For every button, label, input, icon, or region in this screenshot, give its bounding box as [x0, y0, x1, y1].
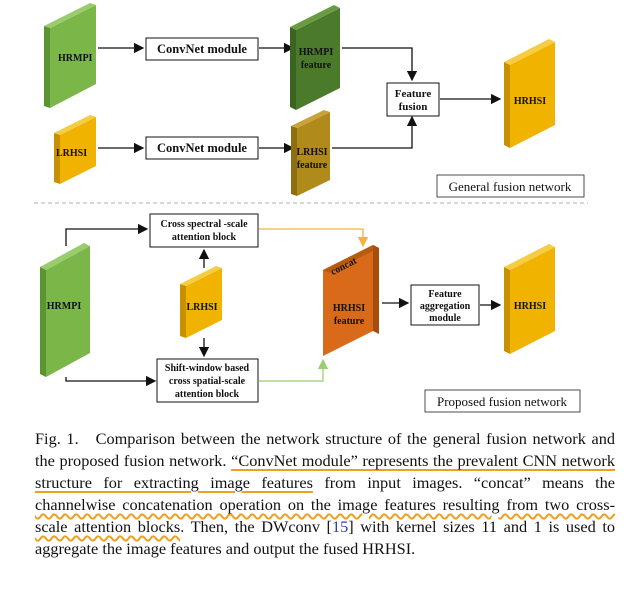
- hrmpi-cube: HRMPI: [44, 3, 96, 108]
- lrhsi-feature-label-2: feature: [297, 160, 328, 171]
- convnet-module-box-2: [145, 136, 259, 160]
- aggregation-label-3: module: [429, 313, 461, 324]
- shift-window-label-3: attention block: [175, 389, 240, 400]
- hrhsi-output-cube-2: HRHSI: [504, 244, 555, 354]
- caption-highlight-underline: “ConvNet module” represents the prevalen…: [35, 451, 615, 492]
- shift-window-label-1: Shift-window based: [165, 363, 250, 374]
- hrhsi-feature-label-2: feature: [334, 316, 365, 327]
- hrmpi-label-2: HRMPI: [47, 301, 82, 312]
- hrhsi-feature-cube: concat HRHSI feature: [323, 245, 379, 356]
- caption-highlight-wavy: channelwise concatenation operation on t…: [35, 495, 615, 536]
- hrmpi-cube-2: HRMPI: [40, 243, 90, 377]
- caption-prefix: Fig. 1.: [35, 429, 79, 448]
- hrmpi-label: HRMPI: [58, 53, 93, 64]
- feature-fusion-label-2: fusion: [399, 101, 428, 113]
- lrhsi-label-2: LRHSI: [186, 302, 217, 313]
- shift-window-box: [156, 358, 259, 403]
- lrhsi-cube: LRHSI: [54, 115, 96, 184]
- convnet-module-label-1: ConvNet module: [157, 42, 247, 56]
- general-fusion-network: HRMPI LRHSI ConvNet module ConvNet modul…: [44, 3, 585, 198]
- shift-window-label-2: cross spatial-scale: [169, 376, 246, 387]
- convnet-module-label-2: ConvNet module: [157, 141, 247, 155]
- fusion-network-diagram: HRMPI LRHSI ConvNet module ConvNet modul…: [34, 3, 588, 413]
- caption-part6: ] with kernel sizes 11 and 1 is used to …: [35, 517, 616, 558]
- hrmpi-feature-label-1: HRMPI: [299, 47, 334, 58]
- figure-caption: Fig. 1. Comparison between the network s…: [35, 428, 615, 560]
- aggregation-label-1: Feature: [428, 289, 462, 300]
- general-network-label-box: [436, 174, 585, 198]
- lrhsi-cube-2: LRHSI: [180, 266, 222, 338]
- proposed-fusion-network: HRMPI Cross spectral -scale attention bl…: [40, 213, 581, 413]
- hrhsi-output-cube: HRHSI: [504, 39, 555, 148]
- hrhsi-feature-label-1: HRHSI: [333, 303, 365, 314]
- general-network-label: General fusion network: [449, 179, 572, 194]
- lrhsi-label: LRHSI: [56, 148, 87, 159]
- feature-fusion-label-1: Feature: [395, 88, 432, 100]
- convnet-module-box-1: [145, 37, 259, 61]
- hrmpi-feature-label-2: feature: [301, 60, 332, 71]
- lrhsi-feature-label-1: LRHSI: [296, 147, 327, 158]
- feature-fusion-box: [386, 82, 440, 117]
- feature-aggregation-box: [410, 284, 480, 326]
- proposed-network-label-box: [424, 389, 581, 413]
- caption-part1: Comparison between the network structure…: [35, 429, 615, 470]
- proposed-network-label: Proposed fusion network: [437, 394, 567, 409]
- caption-part3: from input images. “concat” means the: [324, 473, 616, 492]
- caption-part5: . Then, the DWconv [: [180, 517, 332, 536]
- lrhsi-feature-cube: LRHSI feature: [291, 110, 330, 196]
- cross-spectral-box: [149, 213, 259, 248]
- cross-spectral-label-1: Cross spectral -scale: [160, 219, 248, 230]
- hrmpi-feature-cube: HRMPI feature: [290, 5, 340, 110]
- reference-link[interactable]: 15: [331, 517, 349, 536]
- hrhsi-label: HRHSI: [514, 96, 546, 107]
- aggregation-label-2: aggregation: [420, 301, 471, 312]
- cross-spectral-label-2: attention block: [172, 232, 237, 243]
- hrhsi-label-2: HRHSI: [514, 301, 546, 312]
